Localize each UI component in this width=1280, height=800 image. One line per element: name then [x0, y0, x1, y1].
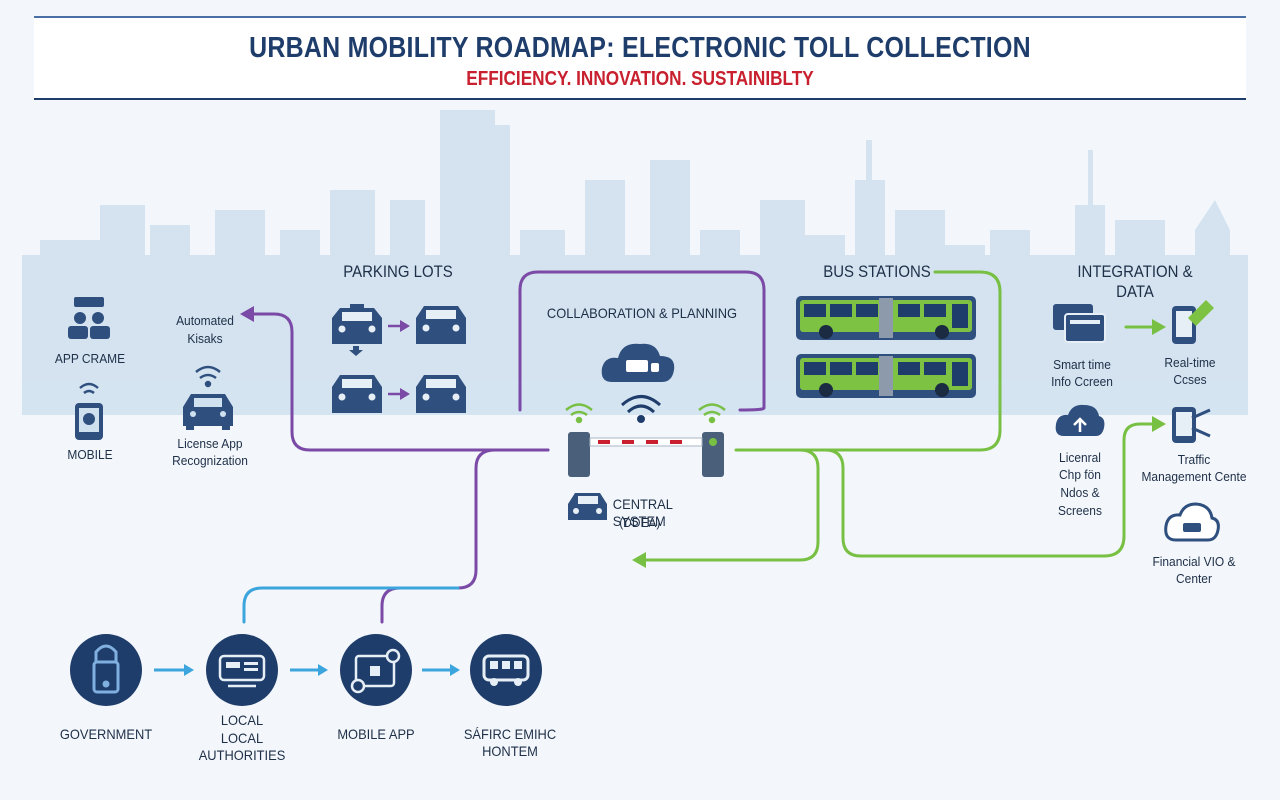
bus-stations-heading: BUS STATIONS: [823, 262, 931, 281]
local-authorities-label: LOCAL AUTHORITIES: [198, 730, 286, 763]
local-authorities-device-icon: [206, 634, 278, 706]
bus-icons: [796, 296, 976, 398]
parking-arrows: [388, 320, 410, 400]
connector-lines: [242, 270, 1160, 624]
financial-cloud-icon: [1164, 502, 1220, 542]
licenal-label-line4: Screens: [1058, 503, 1102, 518]
system-label: SÁFIRC EMIHC HONTEM: [463, 726, 557, 759]
license-label-line2: Recognization: [172, 453, 248, 468]
smart-screen-icon: [1053, 304, 1106, 343]
flow-arrows: [154, 664, 460, 676]
government-lock-icon: [70, 634, 142, 706]
wifi-signal-left: [565, 403, 593, 424]
realtime-label-line2: Ccses: [1173, 372, 1207, 387]
central-system-label: CENTRAL SYSTEM: [612, 496, 673, 529]
mobile-icon: [75, 382, 103, 440]
mobile-label: MOBILE: [67, 447, 113, 462]
kiosks-label-line2: Kisaks: [187, 331, 223, 346]
wifi-signal-center: [621, 395, 661, 423]
toll-gate-barrier: [568, 432, 724, 477]
realtime-label-line1: Real-time: [1164, 355, 1216, 370]
page-subtitle: EFFICIENCY. INNOVATION. SUSTAINIBLTY: [466, 68, 814, 90]
parking-lots-heading: PARKING LOTS: [343, 262, 453, 281]
smart-screen-label-line1: Smart time: [1053, 357, 1111, 372]
cloud-upload-icon: [1055, 404, 1105, 436]
financial-label-line1: Financial VIO &: [1152, 554, 1236, 569]
wifi-signal-right: [698, 403, 726, 424]
cloud-bus-icon: [601, 343, 675, 382]
city-skyline: [22, 110, 1248, 415]
system-bus-icon: [470, 634, 542, 706]
app-crame-icon: [68, 297, 110, 339]
car-icon: [183, 394, 233, 430]
traffic-label-line2: Management Cente: [1141, 469, 1247, 484]
smart-screen-label-line2: Info Ccreen: [1051, 374, 1113, 389]
wifi-icon: [195, 365, 221, 388]
government-label: GOVERNMENT: [59, 726, 153, 742]
parking-car-icons: [332, 304, 466, 413]
app-crame-label: APP CRAME: [54, 351, 126, 366]
arrowheads: [240, 306, 1166, 568]
financial-label-line2: Center: [1176, 571, 1212, 586]
central-car-icon: [568, 493, 607, 520]
kiosks-label-line1: Automated: [176, 313, 234, 328]
local-label-line1: LOCAL: [220, 712, 264, 728]
license-label-line1: License App: [177, 436, 243, 451]
traffic-label-line1: Traffic: [1177, 452, 1211, 467]
licenal-label-line2: Chp fön: [1059, 467, 1101, 482]
realtime-phone-icon: [1172, 300, 1214, 344]
page-title: URBAN MOBILITY ROADMAP: ELECTRONIC TOLL …: [249, 32, 1031, 64]
collaboration-heading: COLLABORATION & PLANNING: [546, 305, 738, 321]
central-system-sublabel: (DDEA): [619, 515, 661, 530]
licenal-label-line1: Licenral: [1059, 450, 1101, 465]
licenal-label-line3: Ndos &: [1060, 485, 1100, 500]
mobile-app-label: MOBILE APP: [337, 726, 415, 742]
integration-heading: INTEGRATION & DATA: [1077, 262, 1193, 301]
traffic-device-icon: [1172, 407, 1211, 443]
header-banner: URBAN MOBILITY ROADMAP: ELECTRONIC TOLL …: [34, 16, 1246, 100]
mobile-app-icon: [340, 634, 412, 706]
